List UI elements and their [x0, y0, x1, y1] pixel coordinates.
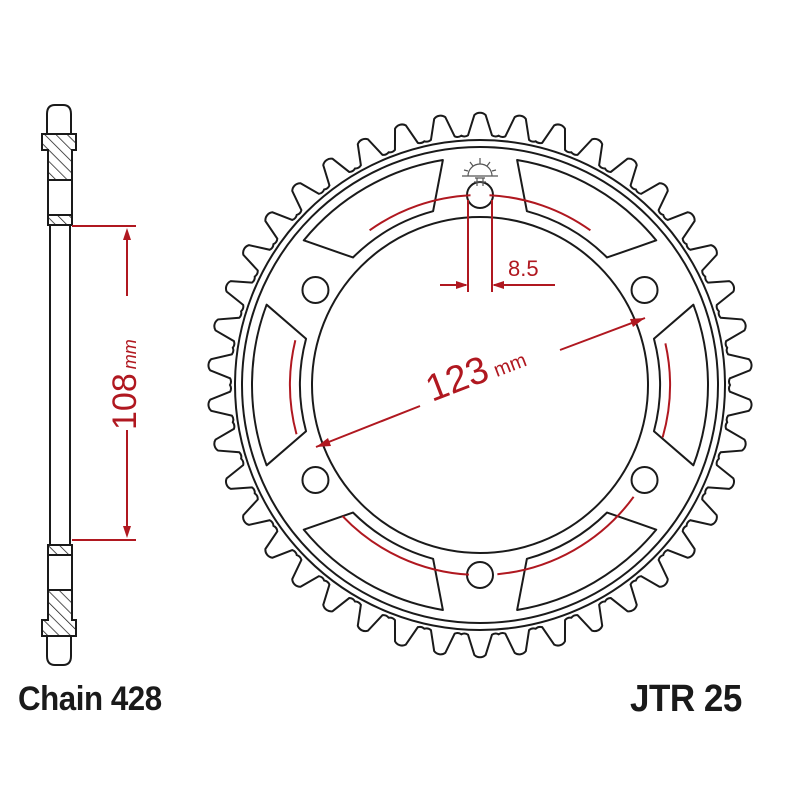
lightening-cutout [251, 303, 308, 467]
inner-ring [241, 146, 719, 624]
dimension-108-label: 108mm [106, 339, 144, 430]
bolt-circle-arcs [289, 194, 671, 576]
side-profile-view [41, 104, 77, 666]
pcd-arc [661, 343, 671, 438]
side-tooth-bottom [46, 636, 72, 666]
pcd-arc [369, 194, 471, 232]
chain-size-label: Chain 428 [18, 680, 162, 718]
pcd-arc [289, 340, 298, 435]
pcd-arc [497, 496, 635, 576]
sprocket-teeth-outline [207, 111, 753, 659]
lightening-cutout [302, 511, 444, 611]
bolt-hole [301, 276, 330, 304]
lightening-cutout [516, 511, 658, 611]
lightening-cutout [302, 159, 444, 259]
dimension-8-5 [440, 200, 555, 292]
side-tooth-top [46, 104, 72, 134]
dimension-8-5-label: 8.5 [508, 256, 539, 281]
lightening-cutout [652, 303, 709, 467]
tooth-root-ring [234, 139, 726, 631]
lightening-cutouts [251, 159, 709, 611]
bolt-hole [466, 561, 494, 589]
dimension-108 [72, 225, 136, 541]
bolt-hole [301, 466, 330, 494]
center-bore [311, 216, 649, 554]
bolt-hole [630, 466, 659, 494]
part-number-label: JTR 25 [630, 678, 742, 720]
lightening-cutout [516, 159, 658, 259]
bolt-hole [466, 181, 494, 209]
sun-logo-icon [462, 158, 498, 186]
pcd-arc [489, 194, 591, 232]
pcd-arc [341, 515, 469, 576]
dimension-123 [315, 317, 646, 448]
dimension-123-label: 123mm [420, 334, 531, 410]
bolt-hole [630, 276, 659, 304]
